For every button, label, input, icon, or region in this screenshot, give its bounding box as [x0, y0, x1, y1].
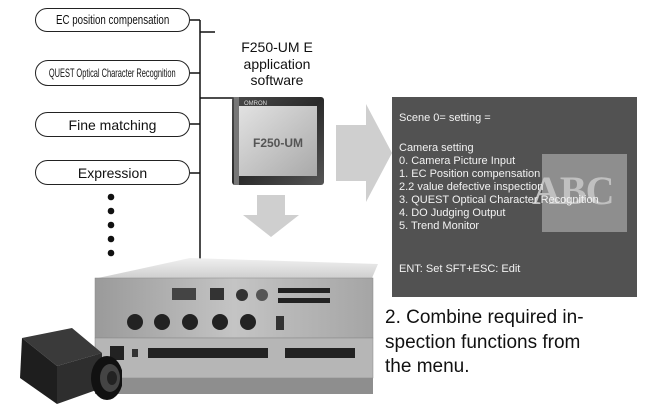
menu-screen: ABC Scene 0= setting = Camera setting 0.… [392, 97, 637, 297]
continuation-dots [107, 193, 115, 257]
step-caption: 2. Combine required in- spection functio… [385, 307, 584, 377]
controller-device [94, 258, 378, 394]
abc-overlay-box [542, 154, 627, 232]
screen-footer: ENT: Set SFT+ESC: Edit [399, 263, 521, 275]
function-label: QUEST Optical Character Recognition [49, 66, 176, 80]
menu-line: 3. QUEST Optical Character Recognition [399, 194, 599, 206]
menu-line: 0. Camera Picture Input [399, 155, 516, 167]
function-ec-position-compensation: EC position compensation [35, 8, 190, 32]
menu-line: 5. Trend Monitor [399, 220, 480, 232]
function-expression: Expression [35, 160, 190, 185]
down-arrow [243, 195, 299, 237]
software-caption: F250-UM E application software [241, 39, 313, 88]
screen-title: Scene 0= setting = [399, 112, 491, 124]
function-label: EC position compensation [55, 13, 170, 27]
abc-overlay-text: ABC [532, 168, 614, 213]
menu-line: Camera setting [399, 142, 474, 154]
right-arrow [336, 104, 392, 202]
menu-line: 4. DO Judging Output [399, 207, 506, 219]
menu-line: 2.2 value defective inspection [399, 181, 544, 193]
function-quest-ocr: QUEST Optical Character Recognition [35, 60, 190, 86]
function-label: Fine matching [68, 116, 157, 133]
function-fine-matching: Fine matching [35, 112, 190, 137]
card-label: F250-UM [253, 136, 303, 150]
menu-line: 1. EC Position compensation [399, 168, 541, 180]
card-brand: OMRON [244, 101, 267, 107]
function-label: Expression [77, 164, 148, 181]
software-memory-card: OMRON F250-UM [232, 97, 324, 185]
camera-icon [20, 328, 122, 404]
